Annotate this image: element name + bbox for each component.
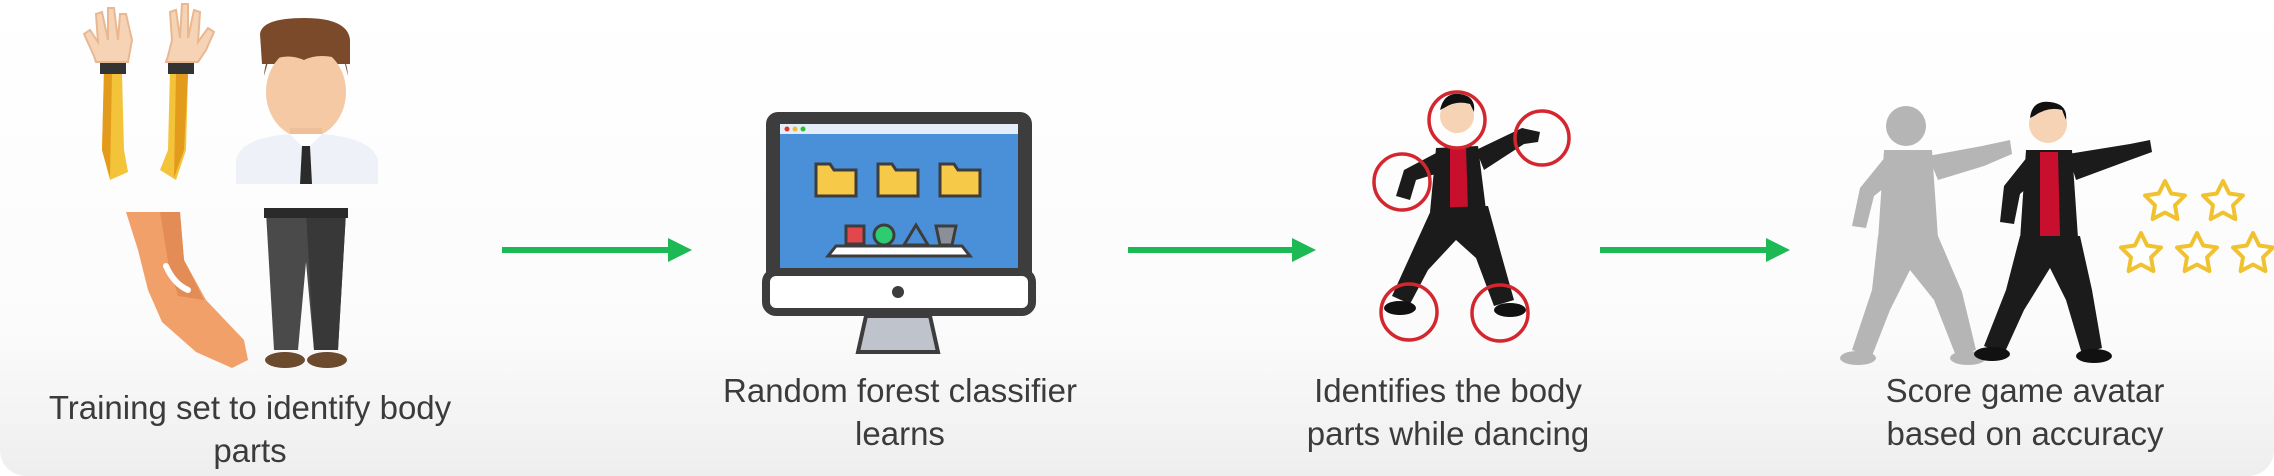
dancer-figure-icon <box>1384 93 1540 317</box>
step-1-caption-line1: Training set to identify body <box>48 389 452 426</box>
dancer-tracking-icon <box>1372 90 1571 343</box>
arrow-1 <box>502 238 692 262</box>
shapes-icon <box>824 222 974 258</box>
arrow-3 <box>1600 238 1790 262</box>
foot-icon <box>126 212 248 368</box>
tracking-ring-head <box>1427 90 1487 150</box>
score-stars-icon <box>2119 179 2274 274</box>
step-4-caption-line2: based on accuracy <box>1886 415 2164 452</box>
step-3-caption-line2: parts while dancing <box>1306 415 1590 452</box>
star-icon <box>2201 179 2245 222</box>
step-3-caption: Identifies the body parts while dancing <box>1248 369 1648 455</box>
step-2-caption: Random forest classifier learns <box>660 369 1140 455</box>
tracking-ring-left-foot <box>1379 282 1439 342</box>
folder-icon <box>876 162 920 198</box>
dancer-avatar-icon <box>1974 101 2152 363</box>
star-icon <box>2119 231 2163 274</box>
tracking-ring-right-foot <box>1470 283 1530 343</box>
computer-monitor-icon <box>762 112 1036 354</box>
step-1-caption-line2: parts <box>213 432 287 469</box>
ghost-avatar-icon <box>1840 106 2012 365</box>
step-1-caption: Training set to identify body parts <box>0 386 500 472</box>
raised-arms-icon <box>82 3 216 180</box>
tracking-ring-elbow <box>1372 152 1432 212</box>
step-2-caption-line2: learns <box>855 415 945 452</box>
folder-icon <box>938 162 982 198</box>
star-icon <box>2175 231 2219 274</box>
star-icon <box>2231 231 2274 274</box>
tracking-ring-hand <box>1513 109 1571 167</box>
step-3-caption-line1: Identifies the body <box>1314 372 1582 409</box>
avatar-score-icon <box>1840 101 2274 365</box>
step-4-caption-line1: Score game avatar <box>1885 372 2165 409</box>
body-parts-training-icon <box>82 3 378 368</box>
man-figure-icon <box>236 18 378 368</box>
step-2-caption-line1: Random forest classifier <box>723 372 1077 409</box>
star-icon <box>2143 179 2187 222</box>
arrow-2 <box>1128 238 1316 262</box>
folder-icon <box>814 162 858 198</box>
step-4-caption: Score game avatar based on accuracy <box>1795 369 2255 455</box>
